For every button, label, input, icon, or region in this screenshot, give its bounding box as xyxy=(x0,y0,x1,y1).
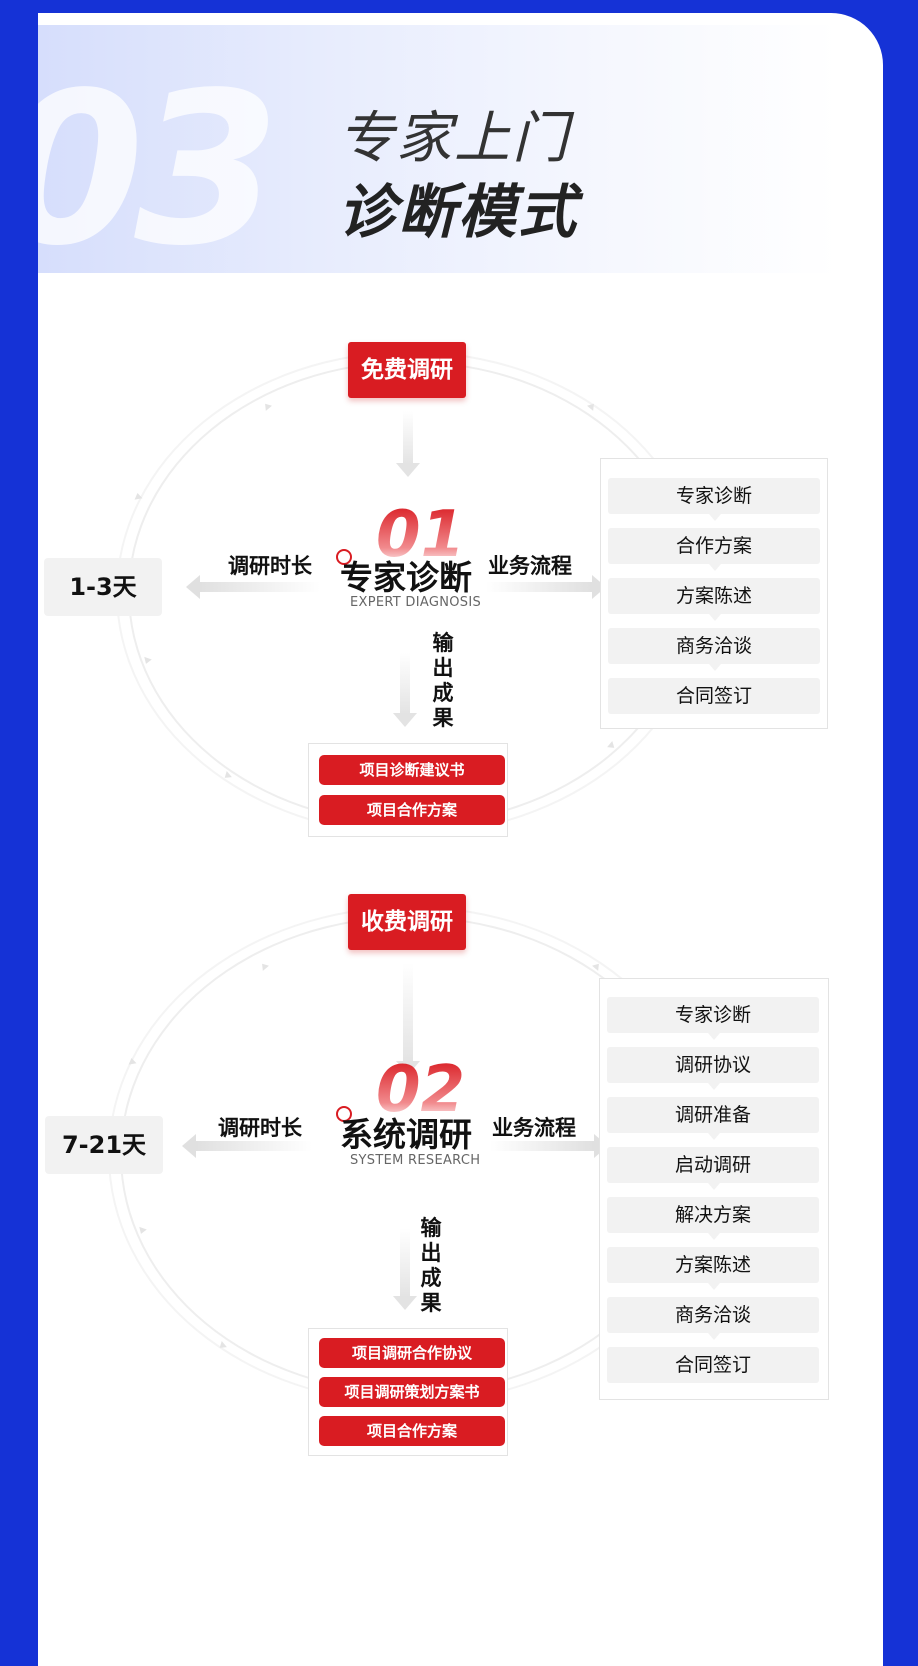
output-list: 项目诊断建议书 项目合作方案 xyxy=(308,743,508,837)
center-subtitle: EXPERT DIAGNOSIS xyxy=(350,595,482,610)
section-free-research: 免费调研 01 专家诊断 EXPERT DIAGNOSIS 调研时长 1-3天 … xyxy=(38,313,883,873)
center-title: 系统调研 xyxy=(340,1115,472,1154)
process-label: 业务流程 xyxy=(492,1116,576,1140)
step-number: 02 xyxy=(376,1053,466,1127)
left-arrow-icon xyxy=(186,575,320,599)
process-step: 合同签订 xyxy=(607,1347,819,1383)
process-step: 调研协议 xyxy=(607,1047,819,1090)
center-title: 专家诊断 xyxy=(340,558,472,597)
process-step: 启动调研 xyxy=(607,1147,819,1190)
process-step: 解决方案 xyxy=(607,1197,819,1240)
center-subtitle: SYSTEM RESEARCH xyxy=(350,1153,481,1168)
process-list: 专家诊断 合作方案 方案陈述 商务洽谈 合同签订 xyxy=(600,458,828,729)
output-item: 项目调研策划方案书 xyxy=(319,1377,505,1407)
paid-research-badge: 收费调研 xyxy=(348,894,466,950)
output-item: 项目合作方案 xyxy=(319,795,505,825)
output-item: 项目诊断建议书 xyxy=(319,755,505,785)
process-list: 专家诊断 调研协议 调研准备 启动调研 解决方案 方案陈述 商务洽谈 合同签订 xyxy=(599,978,829,1400)
left-arrow-icon xyxy=(182,1134,312,1158)
duration-value: 7-21天 xyxy=(45,1116,163,1174)
process-step: 专家诊断 xyxy=(607,997,819,1040)
page-title-line1: 专家上门 xyxy=(338,106,570,171)
header-banner: 03 专家上门 诊断模式 xyxy=(38,25,838,292)
duration-value: 1-3天 xyxy=(44,558,162,616)
content-card: 03 专家上门 诊断模式 免费调研 01 专家诊断 EXPERT DIAGNOS… xyxy=(38,13,883,1666)
free-research-badge: 免费调研 xyxy=(348,342,466,398)
right-arrow-icon xyxy=(490,1134,608,1158)
page-title-line2: 诊断模式 xyxy=(338,178,579,246)
output-item: 项目调研合作协议 xyxy=(319,1338,505,1368)
process-step: 方案陈述 xyxy=(608,578,820,621)
output-list: 项目调研合作协议 项目调研策划方案书 项目合作方案 xyxy=(308,1328,508,1456)
process-step: 方案陈述 xyxy=(607,1247,819,1290)
down-arrow-icon xyxy=(396,963,420,1075)
section-paid-research: 收费调研 02 系统调研 SYSTEM RESEARCH 调研时长 7-21天 … xyxy=(38,868,883,1488)
process-step: 商务洽谈 xyxy=(607,1297,819,1340)
output-item: 项目合作方案 xyxy=(319,1416,505,1446)
output-label: 输 出 成 果 xyxy=(420,1216,442,1315)
right-arrow-icon xyxy=(486,575,606,599)
process-step: 合作方案 xyxy=(608,528,820,571)
process-step: 调研准备 xyxy=(607,1097,819,1140)
process-step: 合同签订 xyxy=(608,678,820,714)
duration-label: 调研时长 xyxy=(228,554,312,578)
process-label: 业务流程 xyxy=(488,554,572,578)
section-number-watermark: 03 xyxy=(38,47,280,292)
process-step: 专家诊断 xyxy=(608,478,820,521)
down-arrow-icon xyxy=(393,1228,417,1310)
red-dot-icon xyxy=(336,1106,352,1122)
process-step: 商务洽谈 xyxy=(608,628,820,671)
output-label: 输 出 成 果 xyxy=(432,631,454,730)
duration-label: 调研时长 xyxy=(218,1116,302,1140)
red-dot-icon xyxy=(336,549,352,565)
step-number: 01 xyxy=(376,498,466,572)
down-arrow-icon xyxy=(393,653,417,727)
down-arrow-icon xyxy=(396,411,420,477)
